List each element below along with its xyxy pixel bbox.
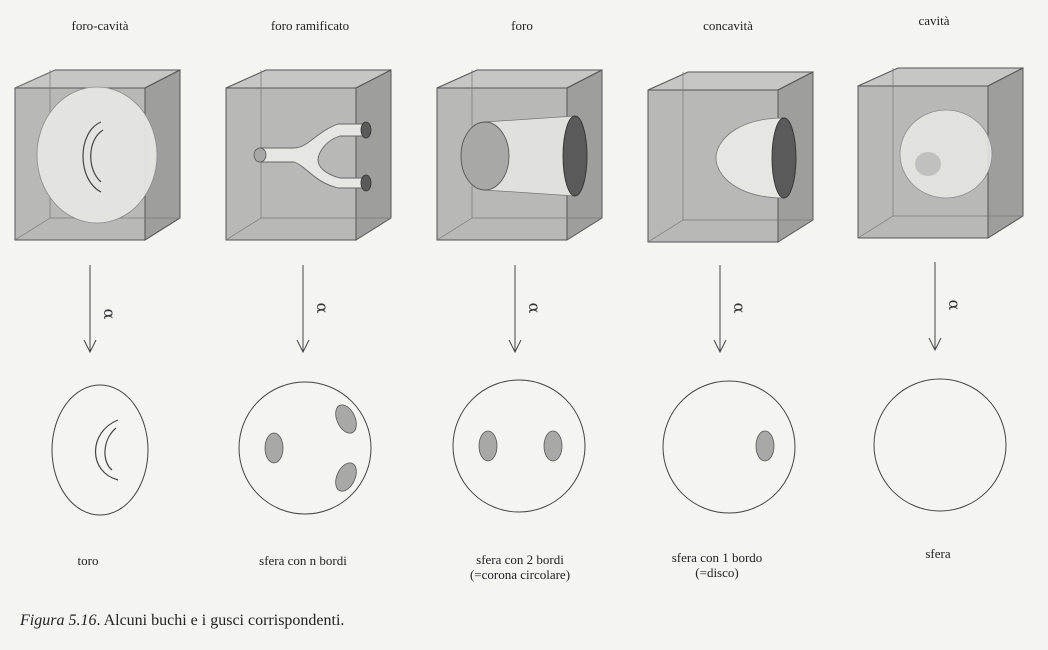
column-foro: foro α sfera con 2 bordi (=corona circol… — [436, 18, 603, 582]
shell-label-note: (=disco) — [695, 565, 738, 580]
shell-label: sfera con 1 bordo — [672, 550, 763, 565]
column-concavita: concavità α sfera con 1 bordo (=disco) — [647, 18, 814, 580]
cube-foro-ramificato — [225, 69, 392, 241]
shell-label: sfera con 2 bordi — [476, 552, 564, 567]
shell-sphere-1-boundary — [662, 380, 796, 514]
cube-foro — [436, 69, 603, 241]
shell-label: sfera con n bordi — [259, 553, 347, 568]
alpha-symbol: α — [525, 303, 544, 314]
shell-label-note: (=corona circolare) — [470, 567, 570, 582]
column-title: cavità — [918, 13, 949, 28]
shell-sphere-2-boundaries — [452, 379, 586, 513]
column-title: concavità — [703, 18, 753, 33]
alpha-symbol: α — [100, 309, 119, 320]
column-title: foro-cavità — [71, 18, 128, 33]
column-cavita: cavità α sfera — [857, 13, 1024, 561]
cube-concavita — [647, 71, 814, 243]
cube-foro-cavita — [14, 69, 181, 241]
figure-number: Figura 5.16 — [20, 612, 97, 629]
alpha-symbol: α — [730, 303, 749, 314]
shell-sphere-n-boundaries — [238, 381, 372, 515]
shell-label: sfera — [925, 546, 950, 561]
alpha-symbol: α — [945, 300, 964, 311]
arrow-head — [83, 339, 97, 354]
cube-cavita — [857, 67, 1024, 239]
shell-torus — [51, 384, 149, 516]
column-foro-ramificato: foro ramificato α sfera con n bordi — [225, 18, 392, 568]
shell-label: toro — [78, 553, 99, 568]
figure-caption: Figura 5.16. Alcuni buchi e i gusci corr… — [20, 612, 344, 630]
column-title: foro ramificato — [271, 18, 349, 33]
column-foro-cavita: foro-cavità α toro — [14, 18, 181, 568]
column-title: foro — [511, 18, 533, 33]
caption-text: . Alcuni buchi e i gusci corrispondenti. — [96, 612, 345, 629]
alpha-symbol: α — [313, 303, 332, 314]
shell-sphere — [873, 378, 1007, 512]
